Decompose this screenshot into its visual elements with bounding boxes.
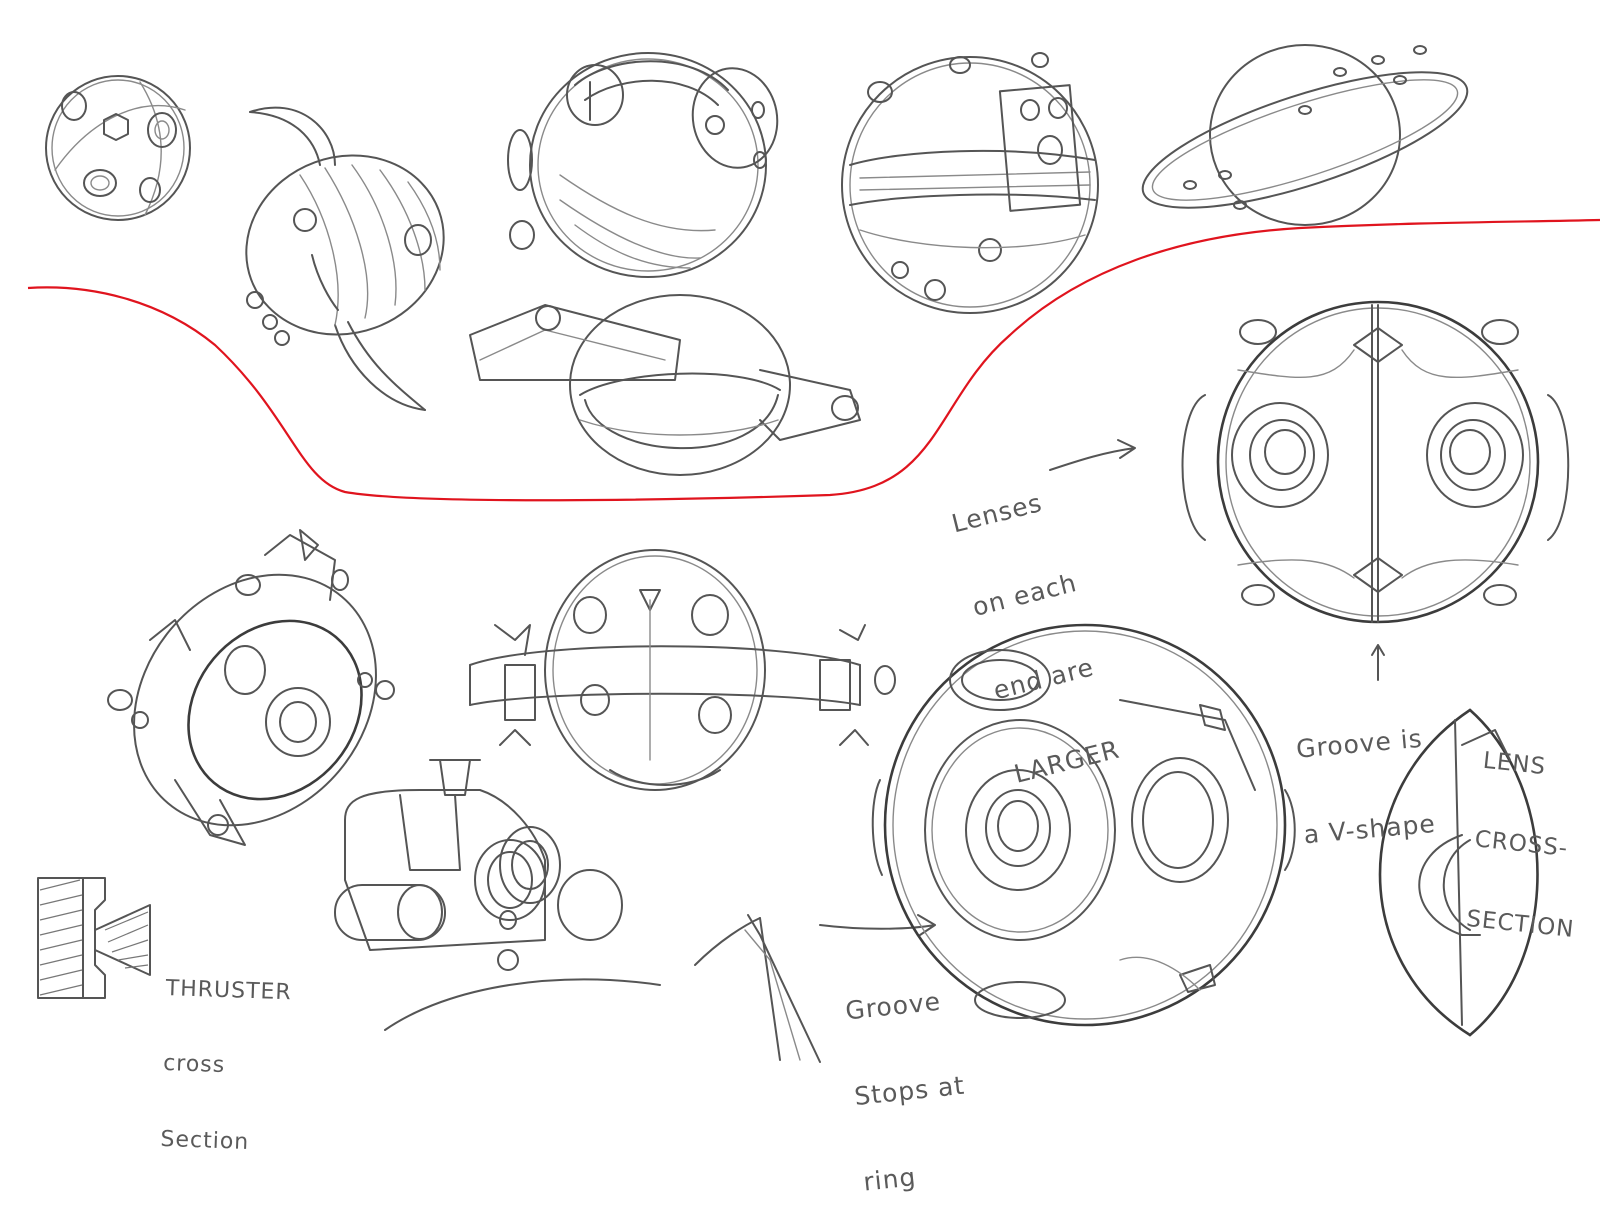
sketch-thruster-ring xyxy=(107,529,395,846)
thruster-note: THRUSTER cross Section xyxy=(159,925,294,1182)
groove-ring-note-line-3: ring xyxy=(861,1162,918,1197)
groove-v-note: Groove is a V-shape xyxy=(1290,666,1439,878)
thruster-note-line-3: Section xyxy=(160,1127,250,1156)
lenses-note-line-2: on each xyxy=(969,567,1080,622)
lenses-note-line-4: LARGER xyxy=(1011,734,1123,790)
sketch-small-ball xyxy=(45,75,191,221)
sketch-sheet xyxy=(27,44,1600,1063)
sketch-large-hex-sphere xyxy=(1181,300,1570,624)
groove-v-arrow xyxy=(1371,644,1385,681)
lens-section-note-line-1: LENS xyxy=(1481,747,1548,781)
lenses-note-line-3: end are xyxy=(990,652,1097,706)
sketch-lens-section xyxy=(1378,708,1539,1037)
sketch-belted-orb xyxy=(469,549,896,791)
lenses-arrow xyxy=(1049,439,1136,471)
thruster-note-line-2: cross xyxy=(162,1051,226,1079)
sketch-groove-stop xyxy=(694,914,936,1063)
sketch-big-lens-sphere xyxy=(871,623,1296,1027)
red-divider-line xyxy=(27,218,1600,502)
sketch-thruster-section xyxy=(37,877,151,999)
groove-ring-note-line-1: Groove xyxy=(843,986,943,1026)
sketch-ringed-planet xyxy=(1141,44,1469,226)
thruster-note-line-1: THRUSTER xyxy=(165,975,293,1005)
groove-v-note-line-2: a V-shape xyxy=(1302,808,1437,850)
sketch-striped-pod xyxy=(245,106,445,411)
lenses-note-line-1: Lenses xyxy=(948,487,1046,538)
sketch-sphere-side-pods xyxy=(507,52,779,278)
sketch-dome-rails xyxy=(469,294,861,476)
groove-ring-note-line-2: Stops at xyxy=(852,1070,967,1111)
lens-section-note-line-2: CROSS- xyxy=(1473,826,1570,863)
sketch-turret-funnel xyxy=(334,759,661,1031)
lens-section-note-line-3: SECTION xyxy=(1465,905,1576,943)
sketch-banded-sphere xyxy=(841,52,1099,314)
groove-v-note-line-1: Groove is xyxy=(1294,723,1424,764)
